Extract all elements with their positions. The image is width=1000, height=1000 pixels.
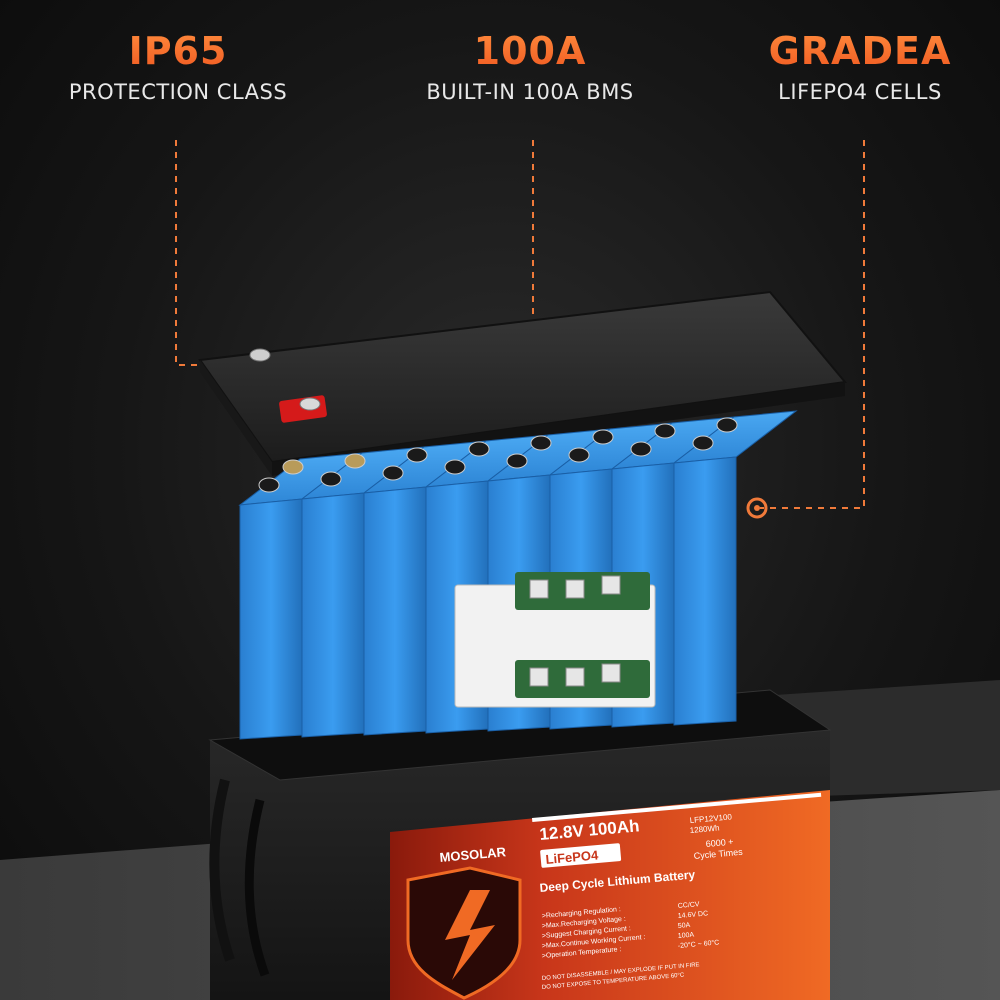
cell (362, 440, 488, 736)
spec-value: 50A (678, 922, 691, 930)
spec-value: 14.6V DC (678, 910, 709, 920)
spec-value: -20°C ~ 60°C (677, 938, 719, 950)
cell-terminal-icon (344, 453, 366, 469)
cell-terminal-icon (382, 465, 404, 481)
battery-label: MOSOLAR 12.8V 100Ah LFP12V100 1280Wh LiF… (390, 790, 830, 1000)
spec-value: 100A (678, 932, 695, 940)
callout-title: IP65 (18, 30, 338, 72)
cell-terminal-icon (654, 423, 676, 439)
label-energy: 1280Wh (689, 823, 719, 835)
cell-terminal-icon (592, 429, 614, 445)
spec-value: CC/CV (678, 901, 701, 910)
cell-terminal-icon (716, 417, 738, 433)
callout-subtitle: BUILT-IN 100A BMS (426, 80, 634, 104)
cell-terminal-icon (692, 435, 714, 451)
label-chemistry: LiFePO4 (545, 847, 600, 867)
lightning-icon (445, 890, 495, 980)
bms-board (454, 572, 656, 708)
callout-cells: GRADEA LIFEPO4 CELLS (700, 30, 1000, 104)
cell (300, 446, 426, 738)
label-cycles: 6000 + (705, 837, 734, 849)
cell (238, 452, 364, 740)
callout-subtitle: LIFEPO4 CELLS (778, 80, 942, 104)
cell-terminal-icon (530, 435, 552, 451)
callout-ip65: IP65 PROTECTION CLASS (18, 30, 338, 104)
callout-title: 100A (370, 30, 690, 72)
negative-terminal-icon (249, 348, 271, 362)
callout-bms: 100A BUILT-IN 100A BMS (370, 30, 690, 104)
positive-terminal-icon (299, 397, 321, 411)
label-model: LFP12V100 (689, 812, 732, 825)
cell-terminal-icon (258, 477, 280, 493)
label-cycles-text: Cycle Times (693, 847, 743, 861)
callout-subtitle: PROTECTION CLASS (68, 80, 288, 104)
cell-terminal-icon (468, 441, 490, 457)
label-brand: MOSOLAR (439, 844, 507, 865)
cell-terminal-icon (406, 447, 428, 463)
cell-terminal-icon (444, 459, 466, 475)
cell (672, 410, 798, 726)
cell-terminal-icon (506, 453, 528, 469)
cell-terminal-icon (568, 447, 590, 463)
cell-terminal-icon (282, 459, 304, 475)
cell-terminal-icon (630, 441, 652, 457)
cell-terminal-icon (320, 471, 342, 487)
callout-title: GRADEA (700, 30, 1000, 72)
